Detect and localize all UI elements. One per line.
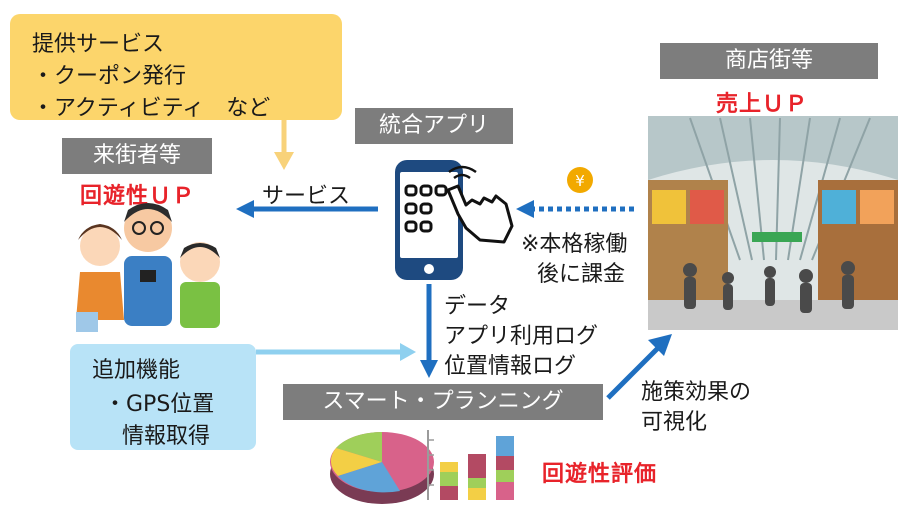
additional-to-app-arrow xyxy=(256,343,416,361)
service-item-coupon: ・クーポン発行 xyxy=(32,64,187,89)
visitors-label: 来街者等 xyxy=(62,138,212,174)
pie-chart-icon xyxy=(330,431,434,504)
data-down-arrow xyxy=(420,284,438,378)
services-down-arrow xyxy=(274,120,294,170)
additional-line1: ・GPS位置 xyxy=(104,392,215,417)
provided-services-box: 提供サービス ・クーポン発行 ・アクティビティ など xyxy=(10,14,342,121)
additional-features-box: 追加機能 ・GPS位置 情報取得 xyxy=(70,344,256,450)
additional-line2: 情報取得 xyxy=(122,424,211,449)
phone-app-icon xyxy=(395,160,463,280)
data-flow-line3: 位置情報ログ xyxy=(444,354,577,379)
smart-planning-label: スマート・プランニング xyxy=(283,384,603,420)
visitors-result: 回遊性ＵＰ xyxy=(80,184,196,209)
integrated-app-label: 統合アプリ xyxy=(355,108,513,144)
data-flow-line1: データ xyxy=(444,294,511,319)
service-arrow xyxy=(236,200,378,218)
service-arrow-label: サービス xyxy=(262,184,351,209)
service-item-activity: ・アクティビティ など xyxy=(32,96,271,121)
yen-symbol: ¥ xyxy=(575,172,585,190)
tapping-hand-icon xyxy=(446,165,514,244)
shopping-street-label: 商店街等 xyxy=(660,43,878,79)
data-flow-line2: アプリ利用ログ xyxy=(444,324,599,349)
evaluation-label: 回遊性評価 xyxy=(542,462,658,487)
additional-title: 追加機能 xyxy=(92,358,181,383)
visualization-line2: 可視化 xyxy=(641,410,708,435)
billing-note-line2: 後に課金 xyxy=(537,262,626,287)
shopping-street-result: 売上ＵＰ xyxy=(716,92,809,117)
billing-note-line1: ※本格稼働 xyxy=(521,232,628,257)
yen-coin-icon: ¥ xyxy=(567,167,593,193)
visualization-arrow xyxy=(606,334,672,400)
family-illustration xyxy=(76,203,220,332)
bar-chart-icon xyxy=(427,430,514,500)
visualization-line1: 施策効果の xyxy=(641,380,752,405)
services-title: 提供サービス xyxy=(32,32,165,57)
payment-dotted-arrow xyxy=(516,200,634,218)
shopping-arcade-illustration xyxy=(648,116,898,330)
